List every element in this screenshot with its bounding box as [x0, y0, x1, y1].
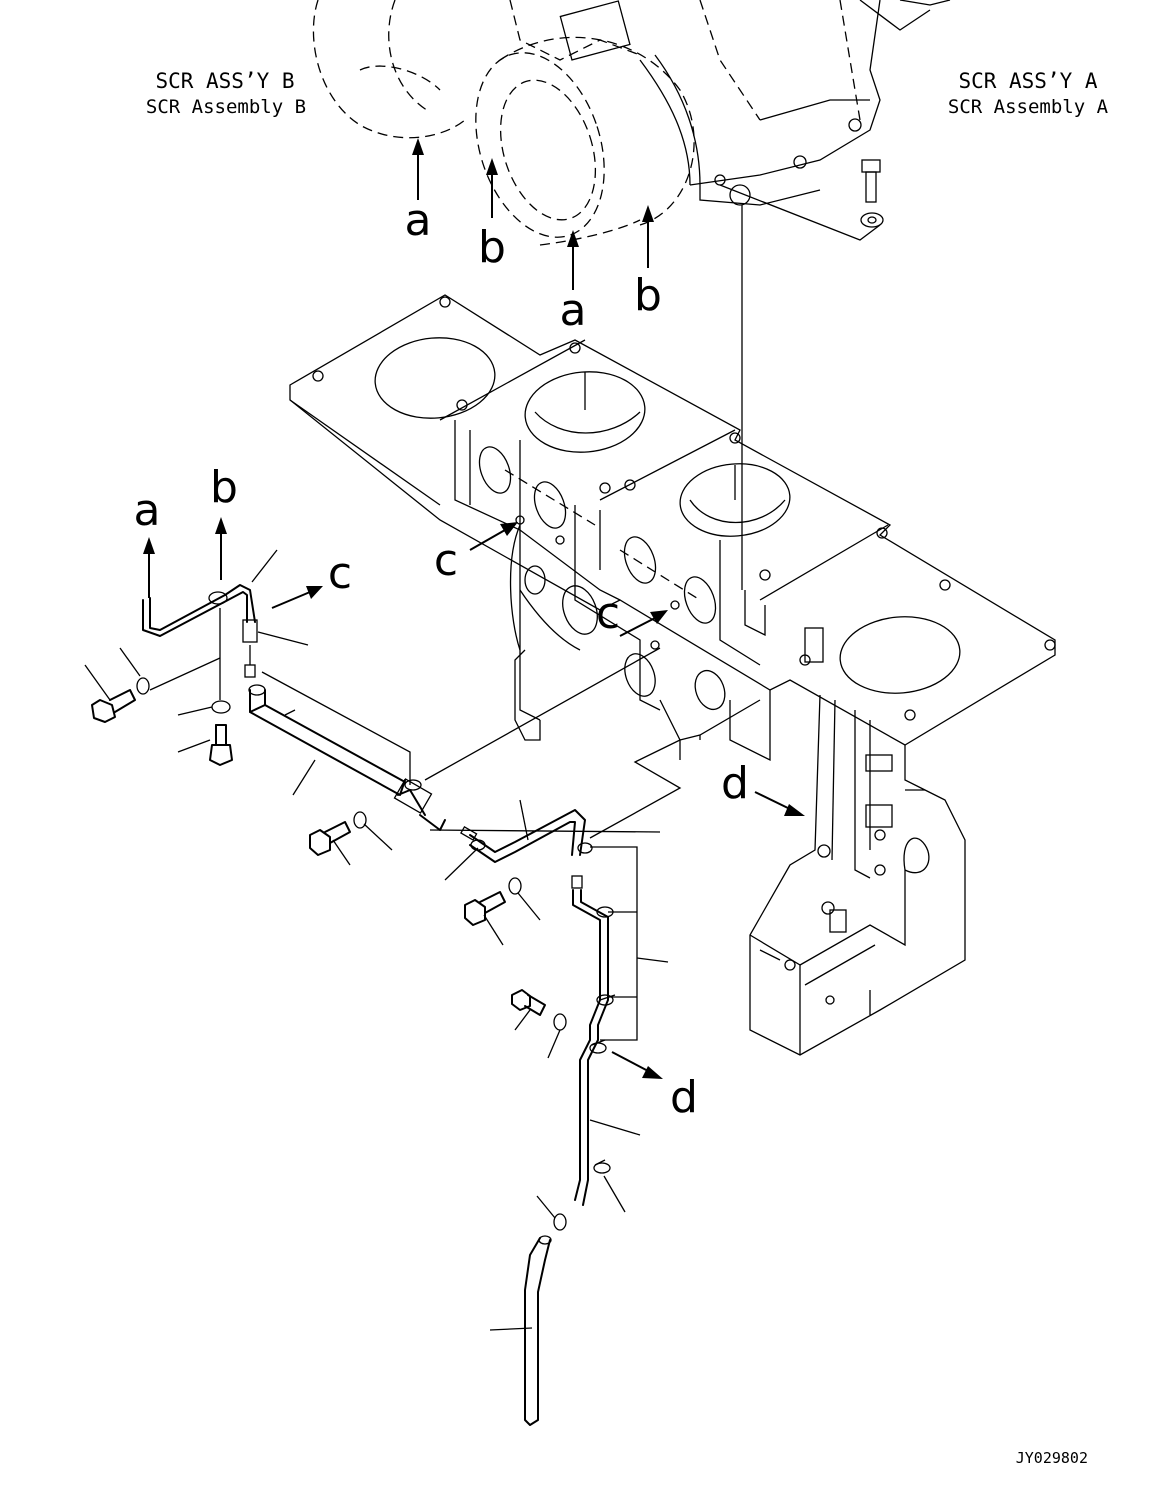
callout-c-3: c: [596, 588, 620, 639]
urea-pipe-clamp-bar: [248, 684, 446, 831]
arrow-c-2: [469, 522, 518, 551]
arrow-d-2: [611, 1051, 663, 1079]
callout-b-1: b: [478, 222, 506, 273]
callout-d-1: d: [721, 758, 749, 809]
top-right-bolt: [860, 159, 884, 228]
support-leg: [749, 694, 966, 1056]
arrow-a-3: [143, 537, 155, 598]
arrow-b-2: [642, 205, 654, 268]
arrow-b-1: [486, 158, 498, 218]
assembly-a-title: SCR ASS’Y A: [958, 69, 1097, 93]
arrow-d-1: [754, 791, 805, 816]
arrow-c-3: [619, 610, 668, 637]
scr-assembly-b-housing: [312, 0, 695, 246]
bolt-left-1: [91, 677, 150, 723]
assembly-b-title: SCR ASS’Y B: [155, 69, 294, 93]
arrow-b-3: [215, 517, 227, 580]
callout-a-2: a: [560, 285, 587, 336]
bolt-mid-1: [309, 811, 367, 856]
callout-b-2: b: [634, 270, 662, 321]
callout-d-2: d: [670, 1072, 698, 1123]
drawing-code: JY029802: [1016, 1449, 1088, 1467]
support-frame: [289, 294, 1056, 762]
urea-pipe-upper: [142, 584, 258, 678]
arrow-c-1: [271, 586, 323, 609]
callout-b-3: b: [210, 462, 238, 513]
bolt-left-2: [209, 700, 233, 766]
urea-pipe-lower: [524, 1235, 552, 1426]
callout-a-3: a: [134, 485, 161, 536]
arrow-a-2: [567, 230, 579, 290]
bolt-mid-2: [464, 877, 522, 926]
washer-lower: [553, 1213, 567, 1231]
urea-pipe-long: [571, 875, 616, 1206]
arrow-a-1: [412, 138, 424, 200]
assembly-b-subtitle: SCR Assembly B: [146, 96, 306, 118]
callout-c-2: c: [434, 535, 458, 586]
leader-lines: [84, 549, 682, 1331]
urea-pipe-middle: [460, 809, 593, 863]
assembly-a-subtitle: SCR Assembly A: [948, 96, 1109, 118]
callout-a-1: a: [405, 195, 432, 246]
callout-c-1: c: [328, 548, 352, 599]
scr-assembly-a-housing: [509, 0, 951, 241]
